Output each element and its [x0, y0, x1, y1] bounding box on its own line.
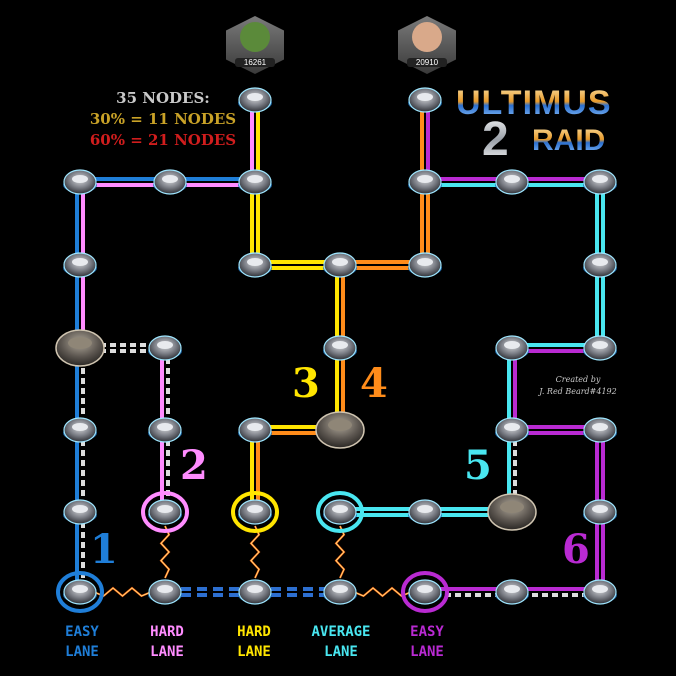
title-ultimus: ULTIMUS — [456, 84, 612, 122]
raid-nodes — [55, 87, 617, 605]
title-raid: RAID — [532, 124, 606, 157]
lane-label-4: AVERAGE LANE — [295, 622, 387, 662]
mini-boss-cap — [328, 419, 352, 431]
start-rings — [56, 491, 449, 613]
node-cap — [157, 585, 173, 593]
lane-number-6: 6 — [562, 526, 590, 573]
node-cap — [162, 175, 178, 183]
black-widow-avatar: 20910 — [398, 16, 456, 82]
hulk-power: 16261 — [235, 58, 275, 67]
node-cap — [417, 258, 433, 266]
start-ring — [401, 571, 449, 613]
mini-boss-cap — [500, 501, 524, 513]
author-credit: Created by J. Red Beard#4192 — [528, 374, 628, 398]
node-cap — [157, 341, 173, 349]
node-cap — [504, 341, 520, 349]
raid-title: ULTIMUS 2 RAID — [452, 84, 627, 166]
start-ring — [56, 571, 104, 613]
node-cap — [417, 175, 433, 183]
lane-label-4-line2: LANE — [324, 644, 358, 660]
legend-thirty-percent: 30% = 11 NODES — [89, 110, 237, 128]
lane-label-3-line2: LANE — [237, 644, 271, 660]
lane-number-5: 5 — [464, 442, 492, 489]
node-cap — [332, 258, 348, 266]
legend-total: 35 NODES: — [116, 89, 210, 107]
start-ring — [141, 491, 189, 533]
node-cap — [72, 505, 88, 513]
node-cap — [247, 258, 263, 266]
node-cap — [417, 585, 433, 593]
start-ring — [231, 491, 279, 533]
black-widow-face — [412, 22, 442, 52]
lane-label-5-line1: EASY — [410, 624, 444, 640]
lane-number-3: 3 — [292, 360, 320, 407]
node-cap — [72, 258, 88, 266]
lane-label-5: EASY LANE — [381, 622, 473, 662]
node-cap — [72, 423, 88, 431]
node-cap — [504, 585, 520, 593]
node-cap — [592, 175, 608, 183]
title-number: 2 — [482, 113, 509, 166]
lane-label-2-line1: HARD — [150, 624, 184, 640]
node-cap — [417, 505, 433, 513]
mini-boss-cap — [68, 337, 92, 349]
lane-number-4: 4 — [360, 360, 388, 407]
node-cap — [157, 505, 173, 513]
lane-label-1-line2: LANE — [65, 644, 99, 660]
node-cap — [592, 505, 608, 513]
node-cap — [504, 423, 520, 431]
node-cap — [247, 93, 263, 101]
lane-label-2: HARD LANE — [121, 622, 213, 662]
lane-label-3: HARD LANE — [208, 622, 300, 662]
credit-line-2: J. Red Beard#4192 — [539, 387, 617, 396]
lightning-core — [335, 525, 345, 579]
node-cap — [592, 258, 608, 266]
lane-number-2: 2 — [180, 442, 208, 489]
lane-label-3-line1: HARD — [237, 624, 271, 640]
hulk-face — [240, 22, 270, 52]
node-cap — [247, 585, 263, 593]
node-cap — [504, 175, 520, 183]
node-cap — [592, 341, 608, 349]
lightning-bolt — [159, 525, 171, 579]
start-ring — [316, 491, 364, 533]
node-cap — [72, 175, 88, 183]
node-cap — [72, 585, 88, 593]
lane-label-5-line2: LANE — [410, 644, 444, 660]
lane-label-2-line2: LANE — [150, 644, 184, 660]
lane-number-1: 1 — [90, 526, 118, 573]
lane-label-1-line1: EASY — [65, 624, 99, 640]
credit-line-1: Created by — [555, 375, 601, 384]
node-cap — [247, 423, 263, 431]
lightning-core — [160, 525, 170, 579]
lane-label-1: EASY LANE — [36, 622, 128, 662]
node-cap — [417, 93, 433, 101]
node-cap — [592, 585, 608, 593]
node-cap — [332, 585, 348, 593]
black-widow-power: 20910 — [407, 58, 447, 67]
node-cap — [332, 341, 348, 349]
node-cap — [247, 175, 263, 183]
node-cap — [592, 423, 608, 431]
legend-sixty-percent: 60% = 21 NODES — [89, 131, 237, 149]
node-cap — [157, 423, 173, 431]
hulk-avatar: 16261 — [226, 16, 284, 82]
lightning-core — [250, 525, 260, 579]
lane-label-4-line1: AVERAGE — [311, 624, 371, 640]
lightning-bolt — [334, 525, 346, 579]
node-cap — [247, 505, 263, 513]
node-cap — [332, 505, 348, 513]
node-legend: 35 NODES: 30% = 11 NODES 60% = 21 NODES — [78, 88, 248, 151]
lightning-bolt — [249, 525, 261, 579]
